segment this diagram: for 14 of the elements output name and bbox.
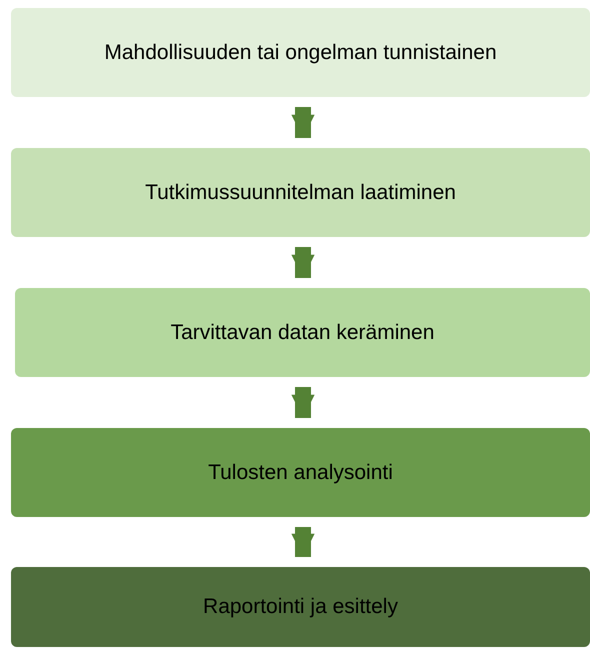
process-box — [11, 8, 590, 97]
process-box — [11, 148, 590, 237]
arrow — [291, 107, 315, 138]
step-label: Tutkimussuunnitelman laatiminen — [145, 180, 456, 204]
process-box — [15, 288, 590, 377]
step-label: Mahdollisuuden tai ongelman tunnistainen — [104, 40, 497, 64]
process-box — [11, 567, 590, 647]
arrow — [291, 527, 315, 557]
step-label: Tulosten analysointi — [208, 460, 393, 484]
step-label: Tarvittavan datan keräminen — [170, 320, 434, 344]
arrow — [291, 387, 315, 418]
process-box — [11, 428, 590, 517]
step-label: Raportointi ja esittely — [203, 595, 398, 619]
arrow — [291, 247, 315, 278]
